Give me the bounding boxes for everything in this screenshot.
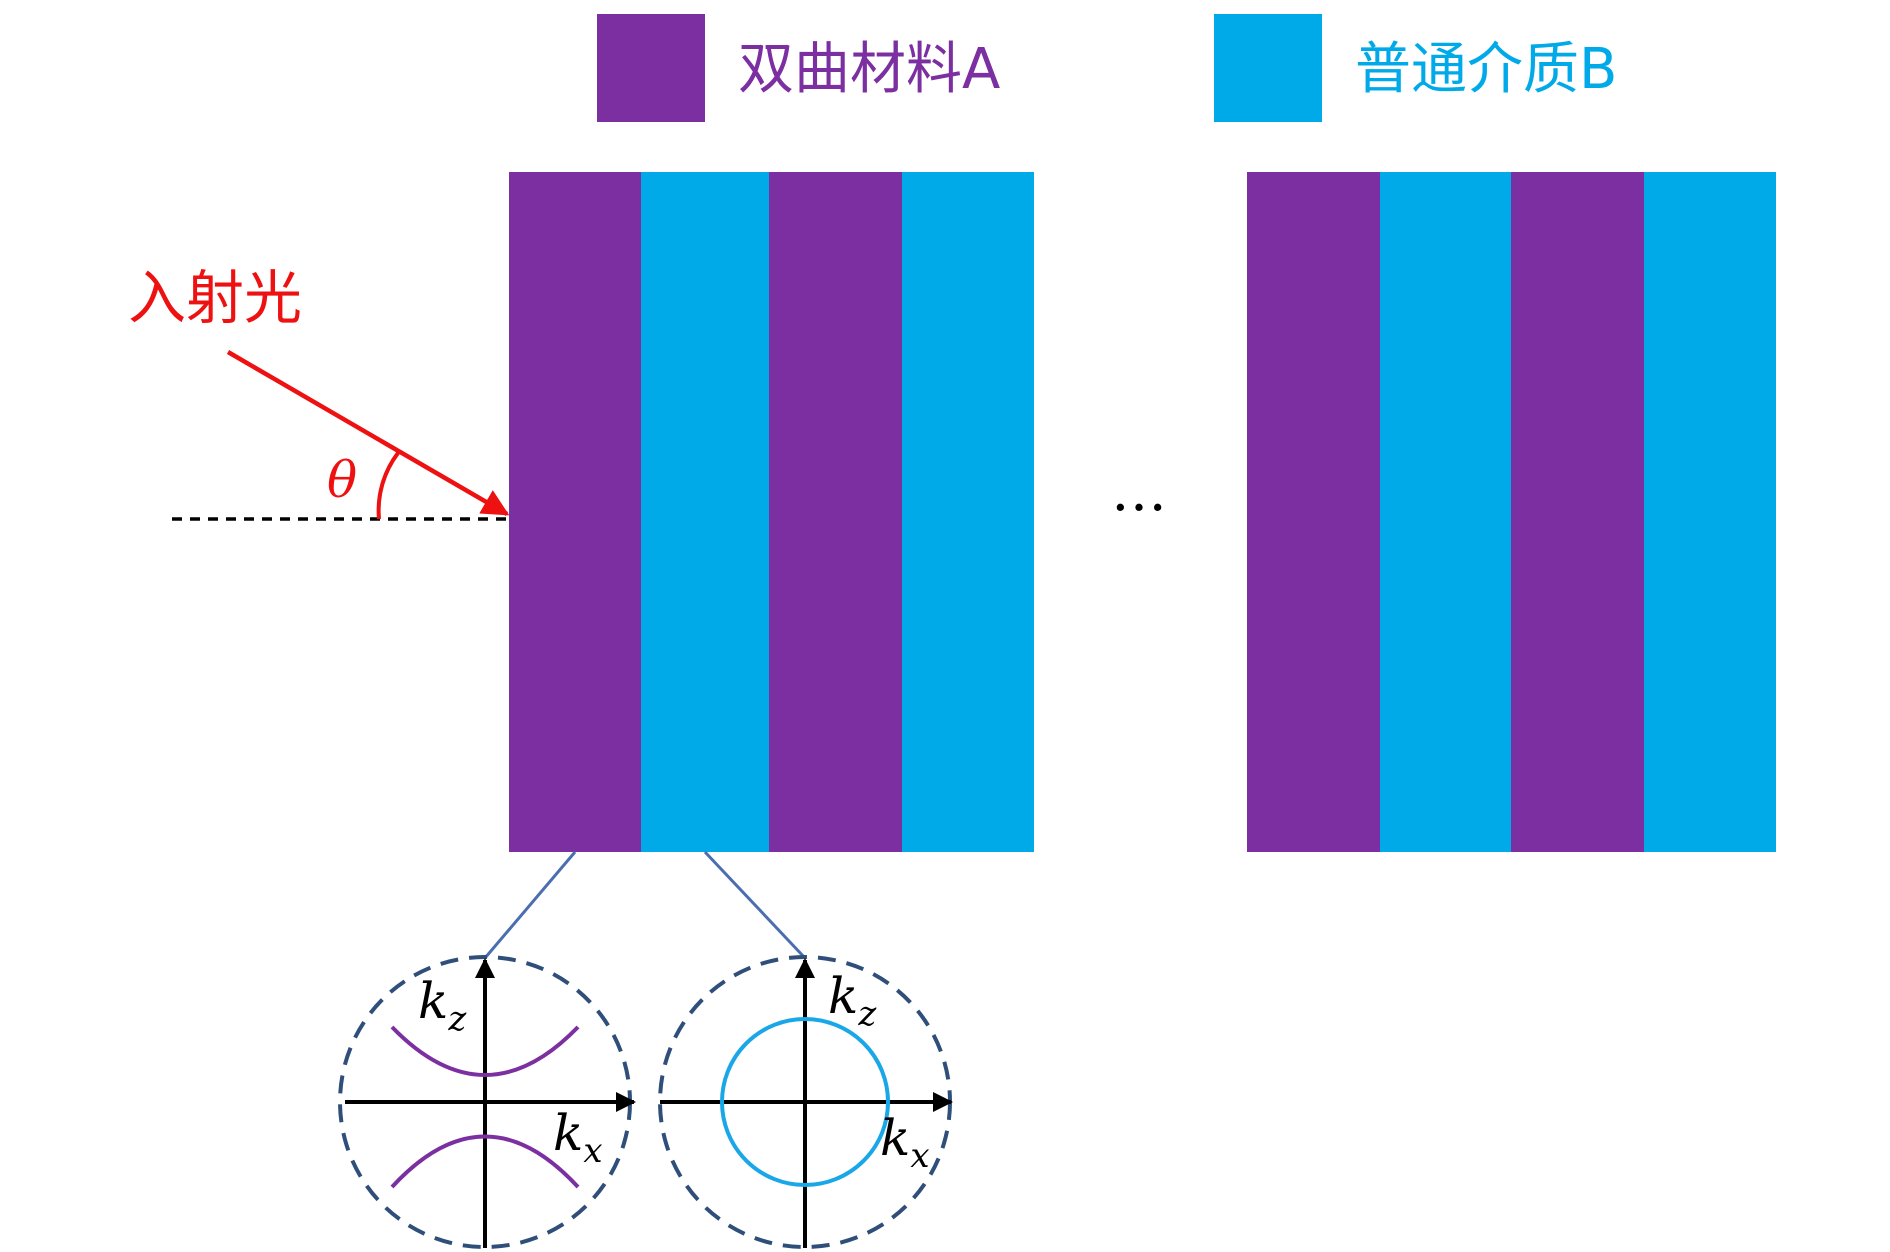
incident-ray [226,350,510,516]
angle-arc [376,451,400,520]
layer-b [641,172,769,852]
legend-label-material-a: 双曲材料A [738,37,1000,102]
legend-label-material-b: 普通介质B [1355,37,1617,102]
inset-isotropic-dispersion: kz kx [658,955,953,1249]
angle-theta-symbol: θ [327,451,357,509]
layer-a [769,172,902,852]
layer-a [1511,172,1644,852]
kz-label: kz [418,972,467,1039]
isofrequency-circle [720,1017,890,1187]
kz-label: kz [828,967,877,1034]
layer-a [509,172,641,852]
inset-hyperbolic-dispersion: kz kx [338,955,636,1249]
hyperbola-lower-branch [390,1134,580,1189]
hyperbola-upper-branch [390,1025,580,1077]
layer-b [902,172,1034,852]
layer-a [1247,172,1380,852]
legend-swatch-material-b [1214,14,1322,122]
legend-swatch-material-a [597,14,705,122]
kx-label: kx [880,1109,930,1176]
layer-b [1644,172,1776,852]
layer-stack-right [1247,172,1776,852]
connector-line-isotropic [703,850,807,960]
layer-b [1380,172,1511,852]
legend: 双曲材料A 普通介质B [597,14,1617,122]
continuation-ellipsis: … [1111,459,1167,524]
incident-light-label: 入射光 [128,264,302,332]
connector-line-hyperbolic [483,851,577,959]
kx-label: kx [553,1104,603,1171]
incident-light: 入射光 θ [128,264,510,521]
layer-stack-left [509,172,1034,852]
